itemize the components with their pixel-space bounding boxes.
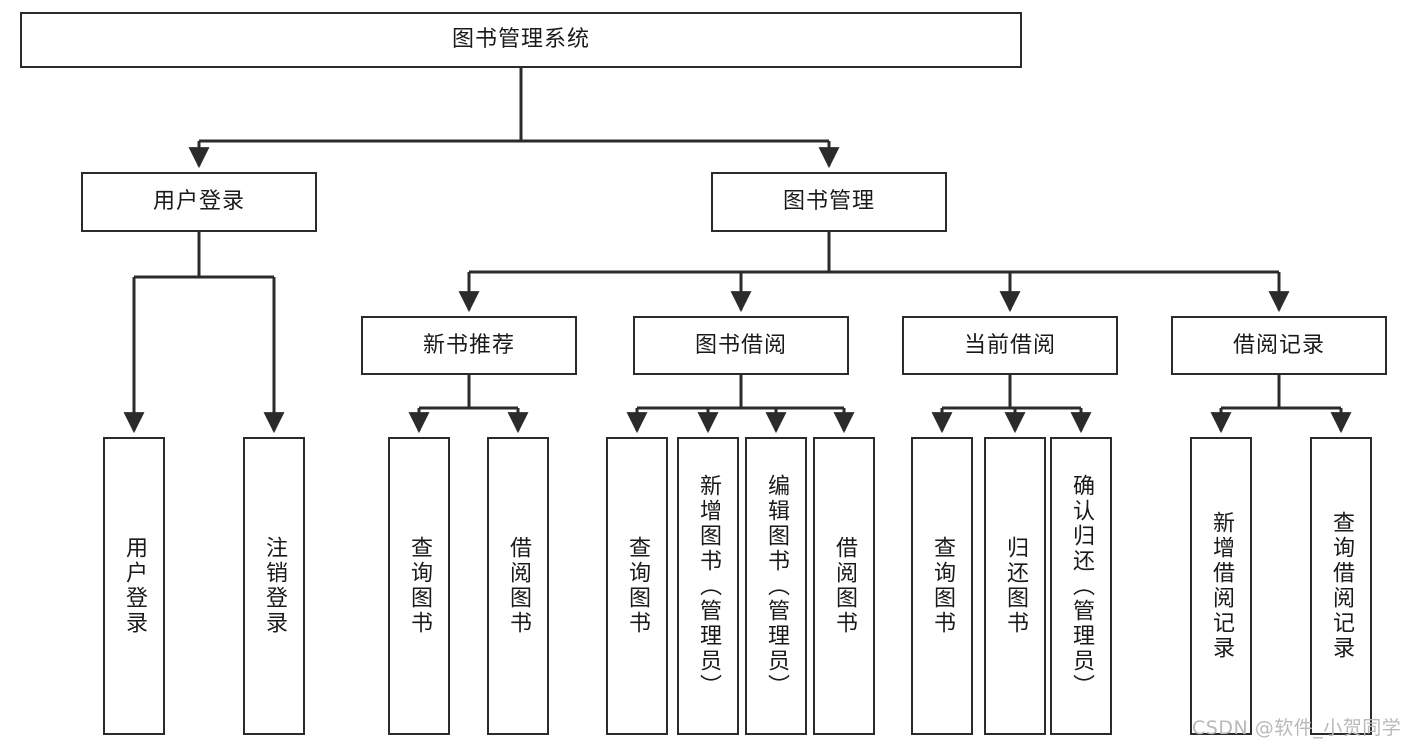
node-leaf-query-book-current[interactable]: 查询图书 [911,437,973,735]
node-leaf-edit-book-admin[interactable]: 编辑图书（管理员） [745,437,807,735]
node-leaf-query-borrow-record-label: 查询借阅记录 [1328,511,1354,661]
node-borrow-record-label: 借阅记录 [1232,332,1325,358]
csdn-watermark: CSDN @软件_小贺同学 [1192,717,1402,739]
node-leaf-add-book-admin-label: 新增图书（管理员） [695,473,721,699]
node-leaf-add-book-admin[interactable]: 新增图书（管理员） [677,437,739,735]
node-new-book-recommend[interactable]: 新书推荐 [361,316,577,375]
node-leaf-query-book-borrow-label: 查询图书 [624,536,650,636]
node-leaf-query-borrow-record[interactable]: 查询借阅记录 [1310,437,1372,735]
node-user-login-label: 用户登录 [152,189,245,215]
node-leaf-query-book-current-label: 查询图书 [929,536,955,636]
node-leaf-confirm-return-admin[interactable]: 确认归还（管理员） [1050,437,1112,735]
node-leaf-edit-book-admin-label: 编辑图书（管理员） [763,473,789,699]
node-current-borrow[interactable]: 当前借阅 [902,316,1118,375]
node-current-borrow-label: 当前借阅 [963,332,1056,358]
node-borrow-record[interactable]: 借阅记录 [1171,316,1387,375]
node-new-book-recommend-label: 新书推荐 [422,332,515,358]
node-leaf-add-borrow-record[interactable]: 新增借阅记录 [1190,437,1252,735]
node-leaf-confirm-return-admin-label: 确认归还（管理员） [1068,473,1094,699]
node-leaf-borrow-book-recommend[interactable]: 借阅图书 [487,437,549,735]
node-leaf-user-login-label: 用户登录 [121,536,147,636]
node-leaf-borrow-book[interactable]: 借阅图书 [813,437,875,735]
node-leaf-user-login[interactable]: 用户登录 [103,437,165,735]
node-leaf-borrow-book-label: 借阅图书 [831,536,857,636]
node-leaf-user-logout[interactable]: 注销登录 [243,437,305,735]
node-book-manage[interactable]: 图书管理 [711,172,947,232]
node-book-borrow-label: 图书借阅 [694,332,787,358]
node-leaf-query-book-recommend[interactable]: 查询图书 [388,437,450,735]
node-leaf-add-borrow-record-label: 新增借阅记录 [1208,511,1234,661]
node-leaf-query-book-recommend-label: 查询图书 [406,536,432,636]
node-user-login[interactable]: 用户登录 [81,172,317,232]
node-book-borrow[interactable]: 图书借阅 [633,316,849,375]
node-leaf-return-book[interactable]: 归还图书 [984,437,1046,735]
node-root[interactable]: 图书管理系统 [20,12,1022,68]
node-leaf-query-book-borrow[interactable]: 查询图书 [606,437,668,735]
node-leaf-user-logout-label: 注销登录 [261,536,287,636]
node-leaf-borrow-book-recommend-label: 借阅图书 [505,536,531,636]
node-leaf-return-book-label: 归还图书 [1002,536,1028,636]
node-root-label: 图书管理系统 [451,27,590,53]
node-book-manage-label: 图书管理 [782,189,875,215]
